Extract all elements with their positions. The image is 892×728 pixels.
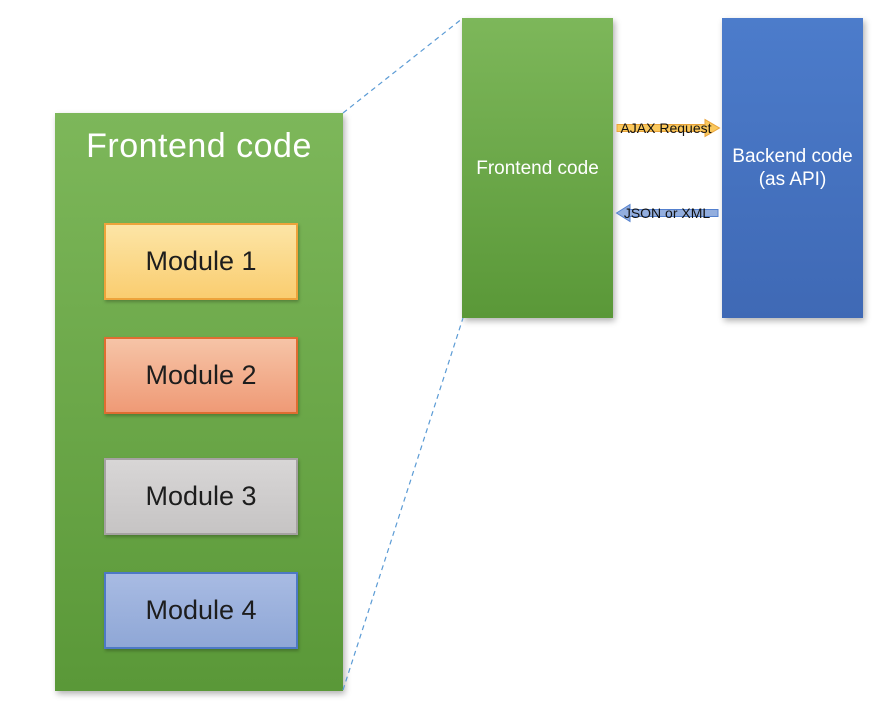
frontend-detail-box: Frontend code Module 1 Module 2 Module 3…	[55, 113, 343, 691]
backend-box-label: Backend code (as API)	[732, 146, 853, 190]
module-4-label: Module 4	[145, 595, 257, 625]
frontend-box-label: Frontend code	[476, 157, 599, 179]
backend-box: Backend code (as API)	[722, 18, 863, 318]
frontend-detail-title: Frontend code	[86, 127, 312, 165]
module-box-4: Module 4	[104, 572, 298, 649]
ajax-request-label: AJAX Request	[620, 120, 712, 136]
frontend-box: Frontend code	[462, 18, 613, 318]
module-1-label: Module 1	[145, 246, 257, 276]
module-box-2: Module 2	[104, 337, 298, 414]
zoom-callout-line-bottom	[342, 317, 464, 691]
module-box-3: Module 3	[104, 458, 298, 535]
zoom-callout-line-top	[342, 17, 464, 114]
module-2-label: Module 2	[145, 360, 257, 390]
json-response-label: JSON or XML	[623, 205, 711, 221]
module-3-label: Module 3	[145, 481, 257, 511]
module-box-1: Module 1	[104, 223, 298, 300]
